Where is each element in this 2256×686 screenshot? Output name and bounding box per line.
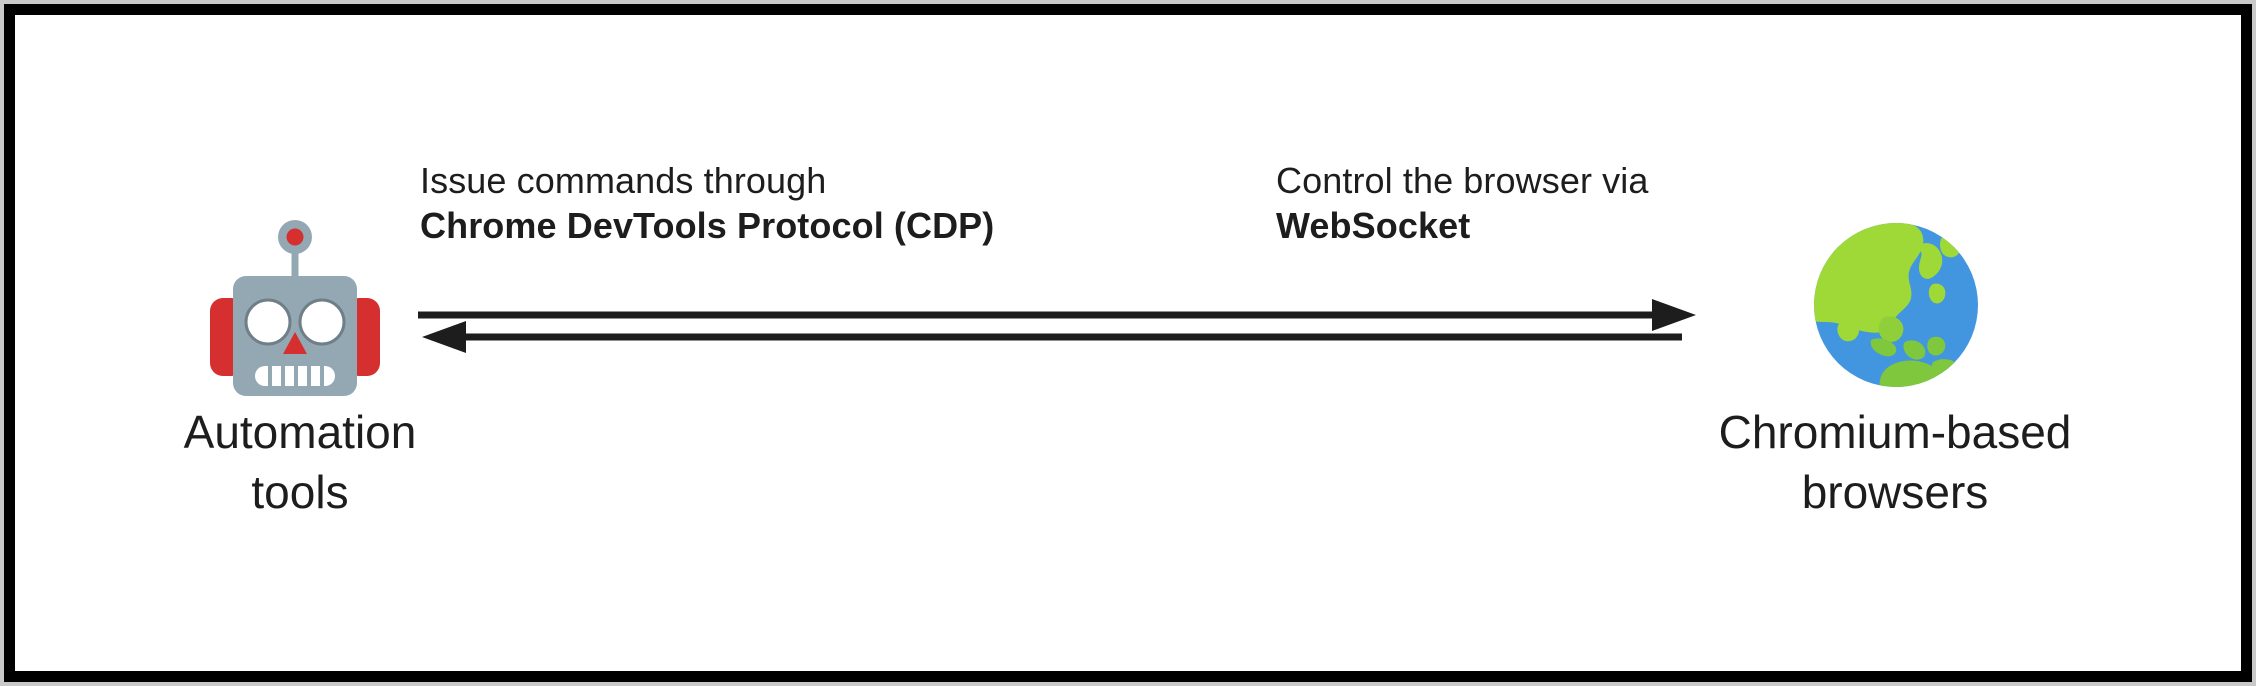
node-caption-automation-tools-line1: Automation: [183, 406, 417, 458]
forward-arrow-icon: [418, 299, 1696, 331]
robot-icon: [200, 218, 390, 400]
node-caption-automation-tools-line2: tools: [251, 466, 349, 518]
node-caption-chromium-browsers-line1: Chromium-based: [1718, 406, 2072, 458]
connector-label-cdp-line1: Issue commands through: [420, 160, 827, 201]
node-caption-chromium-browsers: Chromium-based browsers: [1615, 402, 2175, 522]
node-caption-chromium-browsers-line2: browsers: [1801, 466, 1989, 518]
connector-label-websocket: Control the browser via WebSocket: [1276, 158, 1648, 248]
connector-label-cdp: Issue commands through Chrome DevTools P…: [420, 158, 994, 248]
connector-arrows: [418, 299, 1696, 353]
connector-label-cdp-line2: Chrome DevTools Protocol (CDP): [420, 205, 995, 246]
connector-label-websocket-line1: Control the browser via: [1276, 160, 1649, 201]
node-caption-automation-tools: Automation tools: [60, 402, 540, 522]
return-arrow-icon: [422, 321, 1682, 353]
globe-asia-australia-icon: [1813, 222, 1979, 388]
connector-label-websocket-line2: WebSocket: [1276, 205, 1471, 246]
